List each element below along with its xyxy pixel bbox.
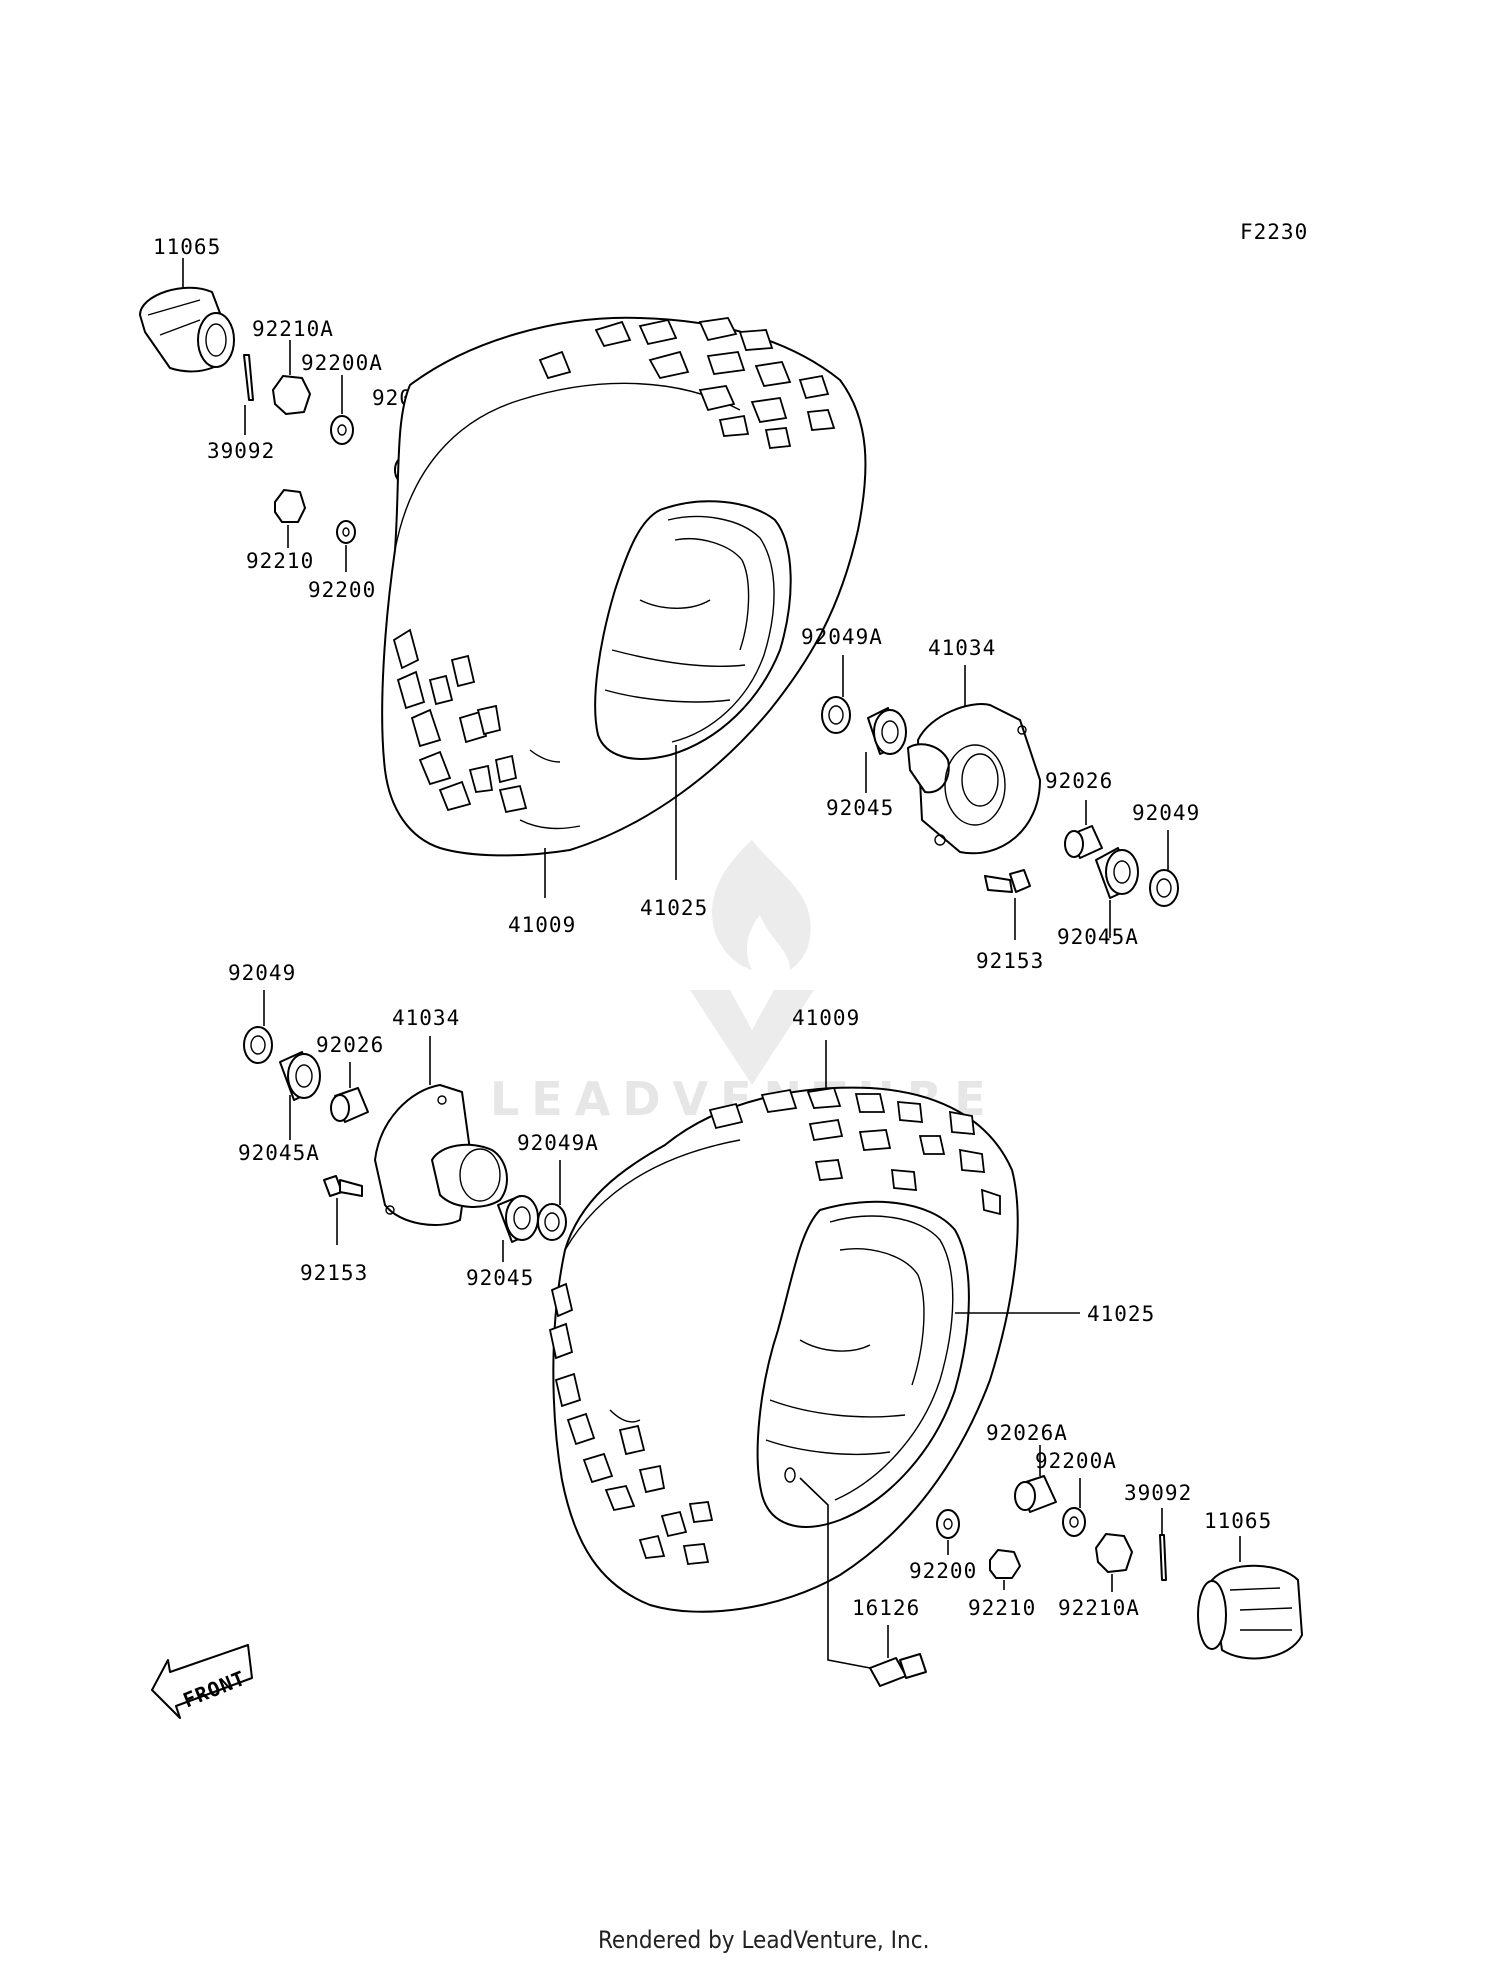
wheel-lower bbox=[756, 1200, 970, 1528]
front-arrow-icon: FRONT bbox=[151, 1644, 253, 1719]
footer-credit: Rendered by LeadVenture, Inc. bbox=[598, 1926, 929, 1954]
nut-lower bbox=[989, 1549, 1021, 1579]
label-upper-tire: 41009 bbox=[508, 913, 576, 937]
label-lower-bearing-a: 92045A bbox=[238, 1141, 320, 1165]
collar-upper bbox=[1064, 825, 1103, 859]
bearing-a-upper bbox=[1095, 847, 1139, 899]
collar-a-lower bbox=[1014, 1475, 1057, 1513]
seal-upper bbox=[1149, 869, 1179, 907]
label-lower-bearing: 92045 bbox=[466, 1266, 534, 1290]
label-lower-wheel: 41025 bbox=[1087, 1302, 1155, 1326]
label-lower-bolt: 92153 bbox=[300, 1261, 368, 1285]
label-lower-collar: 92026 bbox=[316, 1033, 384, 1057]
label-lower-castle-nut-a: 92210A bbox=[1058, 1596, 1140, 1620]
label-upper-castle-nut-a: 92210A bbox=[252, 317, 334, 341]
bearing-upper bbox=[867, 707, 907, 755]
label-upper-seal: 92049 bbox=[1132, 801, 1200, 825]
label-upper-hub: 41034 bbox=[928, 636, 996, 660]
label-lower-seal-a: 92049A bbox=[517, 1131, 599, 1155]
label-lower-collar-a: 92026A bbox=[986, 1421, 1068, 1445]
label-upper-hub-cap: 11065 bbox=[153, 235, 221, 259]
seal-a-upper bbox=[821, 696, 851, 734]
wheel-upper bbox=[594, 500, 792, 760]
washer-a-upper bbox=[330, 415, 354, 445]
cotter-pin-lower bbox=[1159, 1534, 1167, 1581]
label-lower-washer: 92200 bbox=[909, 1559, 977, 1583]
label-lower-washer-a: 92200A bbox=[1035, 1449, 1117, 1473]
label-upper-nut: 92210 bbox=[246, 549, 314, 573]
label-lower-hub-cap: 11065 bbox=[1204, 1509, 1272, 1533]
label-upper-washer-a: 92200A bbox=[301, 351, 383, 375]
cotter-pin-upper bbox=[243, 354, 254, 401]
castle-nut-lower bbox=[1095, 1533, 1133, 1573]
figure-code: F2230 bbox=[1240, 220, 1308, 244]
label-upper-cotter-pin: 39092 bbox=[207, 439, 275, 463]
watermark-logo bbox=[690, 840, 814, 1085]
label-lower-valve: 16126 bbox=[852, 1596, 920, 1620]
collar-lower bbox=[330, 1087, 369, 1123]
nut-upper bbox=[274, 489, 306, 523]
label-lower-tire: 41009 bbox=[792, 1006, 860, 1030]
label-lower-hub: 41034 bbox=[392, 1006, 460, 1030]
hub-upper bbox=[907, 703, 1041, 855]
washer-a-lower bbox=[1062, 1507, 1086, 1537]
label-upper-bearing: 92045 bbox=[826, 796, 894, 820]
washer-upper bbox=[336, 520, 356, 544]
label-lower-cotter-pin: 39092 bbox=[1124, 1481, 1192, 1505]
label-upper-collar: 92026 bbox=[1045, 769, 1113, 793]
label-upper-wheel: 41025 bbox=[640, 896, 708, 920]
bearing-lower bbox=[497, 1195, 539, 1243]
label-upper-seal-a: 92049A bbox=[801, 625, 883, 649]
label-upper-washer: 92200 bbox=[308, 578, 376, 602]
label-lower-seal: 92049 bbox=[228, 961, 296, 985]
label-upper-bearing-a: 92045A bbox=[1057, 925, 1139, 949]
valve-lower bbox=[869, 1653, 927, 1687]
bolt-lower bbox=[323, 1175, 363, 1197]
castle-nut-upper bbox=[272, 375, 311, 415]
seal-a-lower bbox=[537, 1203, 567, 1241]
bearing-a-lower bbox=[279, 1051, 321, 1101]
washer-lower bbox=[936, 1509, 960, 1539]
hub-cap-lower bbox=[1197, 1564, 1303, 1660]
label-lower-nut: 92210 bbox=[968, 1596, 1036, 1620]
hub-lower bbox=[374, 1084, 508, 1226]
seal-lower bbox=[243, 1026, 273, 1064]
bolt-upper bbox=[984, 869, 1031, 893]
label-upper-bolt: 92153 bbox=[976, 949, 1044, 973]
hub-cap-upper bbox=[139, 286, 235, 373]
